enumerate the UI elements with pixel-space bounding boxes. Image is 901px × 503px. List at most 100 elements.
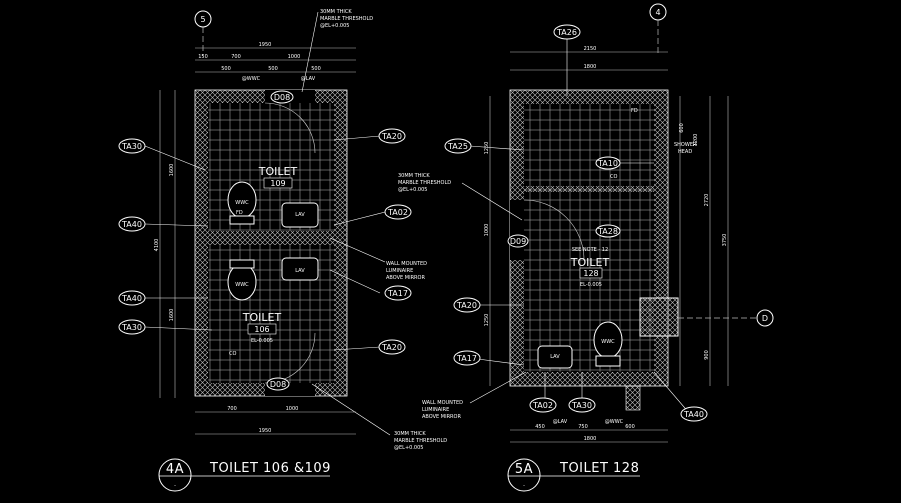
lav-fixture-lower — [281, 257, 319, 281]
tag-ta40-bottom — [118, 290, 146, 306]
room-name-106: TOILET — [242, 311, 282, 324]
note-5a-threshold-1: 30MM THICK — [398, 173, 430, 179]
note-threshold-bot-3: @EL+0.005 — [394, 445, 423, 451]
note-threshold-bot-1: 30MM THICK — [394, 431, 426, 437]
svg-text:TA20: TA20 — [381, 132, 402, 141]
tag-ta17-5a — [453, 350, 481, 366]
plan-5a: 4 2150 1800 TA26 TOILET 128 EL-0.005 SEE… — [398, 3, 774, 492]
note-luminaire-1: WALL MOUNTED — [386, 261, 427, 267]
wwc-label-lower: WWC — [235, 282, 249, 288]
see-note: SEE NOTE - 12 — [572, 247, 608, 253]
lav-label-upper: LAV — [295, 212, 305, 218]
label-top-lav: @LAV — [301, 76, 316, 82]
note-5a-luminaire-3: ABOVE MIRROR — [422, 414, 461, 420]
dim-5a-bot-overall: 1800 — [584, 436, 597, 442]
caption-id-4a: 4A — [166, 462, 184, 477]
room-name-109: TOILET — [258, 165, 298, 178]
dim-left-top: 1600 — [169, 164, 175, 177]
wwc-label-upper: WWC — [235, 200, 249, 206]
grid-bubble-d — [756, 309, 774, 327]
tag-ta20-top — [378, 128, 406, 144]
svg-text:TA17: TA17 — [456, 354, 477, 363]
note-threshold-top-2: MARBLE THRESHOLD — [320, 16, 373, 22]
plan-4a: 5 1950 150 700 1000 500 500 500 @WWC @LA… — [118, 9, 447, 492]
svg-text:TA10: TA10 — [597, 159, 618, 168]
dim-5a-left-c: 1250 — [484, 314, 490, 327]
dim-5a-left-b: 1000 — [484, 224, 490, 237]
tag-ta25 — [444, 138, 472, 154]
dim-5a-right-overall: 3750 — [722, 234, 728, 247]
svg-text:TA28: TA28 — [597, 227, 618, 236]
room-number-106: 106 — [254, 325, 269, 334]
note-5a-threshold-2: MARBLE THRESHOLD — [398, 180, 451, 186]
dim-5a-left-a: 1250 — [484, 142, 490, 155]
svg-text:TA25: TA25 — [447, 142, 468, 151]
dim-bot-mid: 1000 — [286, 406, 299, 412]
tag-ta20-bottom — [378, 339, 406, 355]
dim-top-mid: 1000 — [288, 54, 301, 60]
svg-text:D09: D09 — [510, 237, 526, 246]
tag-ta30-top — [118, 138, 146, 154]
dim-left-overall: 4100 — [154, 239, 160, 252]
note-5a-threshold-3: @EL+0.005 — [398, 187, 427, 193]
co-label: CO — [229, 351, 236, 357]
svg-text:D08: D08 — [274, 93, 290, 102]
note-luminaire-2: LUMINAIRE — [386, 268, 413, 274]
svg-text:TA30: TA30 — [121, 142, 142, 151]
door-tag-d09 — [507, 234, 529, 248]
dim-5a-right-upper: 2720 — [704, 194, 710, 207]
tag-ta40-5a — [680, 406, 708, 422]
caption-title-5a: TOILET 128 — [559, 461, 639, 476]
fd-label-5a: FD — [631, 108, 638, 114]
caption-sub-4a: - — [174, 483, 176, 489]
room-name-128: TOILET — [570, 256, 610, 269]
door-tag-d08-bottom — [266, 377, 290, 391]
svg-text:TA02: TA02 — [532, 401, 553, 410]
fd-label: FD — [236, 210, 243, 216]
dim-left-bottom: 1600 — [169, 309, 175, 322]
tag-ta20-5a — [453, 297, 481, 313]
dim-5a-right-b: 1200 — [693, 134, 699, 147]
note-threshold-bot-2: MARBLE THRESHOLD — [394, 438, 447, 444]
tag-ta40-top — [118, 216, 146, 232]
co-label-5a: CO — [610, 174, 617, 180]
caption-id-5a: 5A — [515, 462, 533, 477]
dim-5a-right-a: 600 — [679, 123, 685, 133]
note-luminaire-3: ABOVE MIRROR — [386, 275, 425, 281]
tag-ta28 — [595, 224, 621, 238]
dim-top-left: 700 — [231, 54, 241, 60]
dim-5a-top-mid: 1800 — [584, 64, 597, 70]
tag-ta02 — [384, 204, 412, 220]
tag-ta02-5a — [529, 397, 557, 413]
tag-ta17 — [384, 285, 412, 301]
svg-text:TA40: TA40 — [121, 220, 142, 229]
svg-text:WWC: WWC — [601, 339, 615, 345]
tag-ta10 — [595, 156, 621, 170]
grid-label-d: D — [762, 314, 768, 323]
room-level-128: EL-0.005 — [580, 282, 602, 288]
svg-text:TA20: TA20 — [456, 301, 477, 310]
dim-top-overall: 1950 — [259, 42, 272, 48]
svg-text:TA30: TA30 — [571, 401, 592, 410]
label-top-wwc: @WWC — [242, 76, 261, 82]
caption-bubble-5a — [507, 458, 541, 492]
dim-bot-left: 700 — [227, 406, 237, 412]
grid-label-4: 4 — [655, 8, 660, 17]
tag-ta30-5a — [568, 397, 596, 413]
svg-text:LAV: LAV — [550, 354, 560, 360]
sh-head-1: SHOWER — [674, 142, 697, 148]
svg-text:TA40: TA40 — [683, 410, 704, 419]
door-tag-d08-top — [270, 90, 294, 104]
dim-5a-right-lower: 900 — [704, 350, 710, 360]
caption-sub-5a: - — [523, 483, 525, 489]
room-level-106: EL-0.005 — [251, 338, 273, 344]
dim-top-b: 500 — [268, 66, 278, 72]
grid-bubble-5 — [194, 10, 212, 28]
dim-top-a: 500 — [221, 66, 231, 72]
room-number-128: 128 — [583, 269, 598, 278]
note-threshold-top-1: 30MM THICK — [320, 9, 352, 15]
dim-5a-bot-left: 450 — [535, 424, 545, 430]
svg-text:TA17: TA17 — [387, 289, 408, 298]
room-number-109: 109 — [270, 179, 285, 188]
svg-text:TA26: TA26 — [556, 28, 577, 37]
